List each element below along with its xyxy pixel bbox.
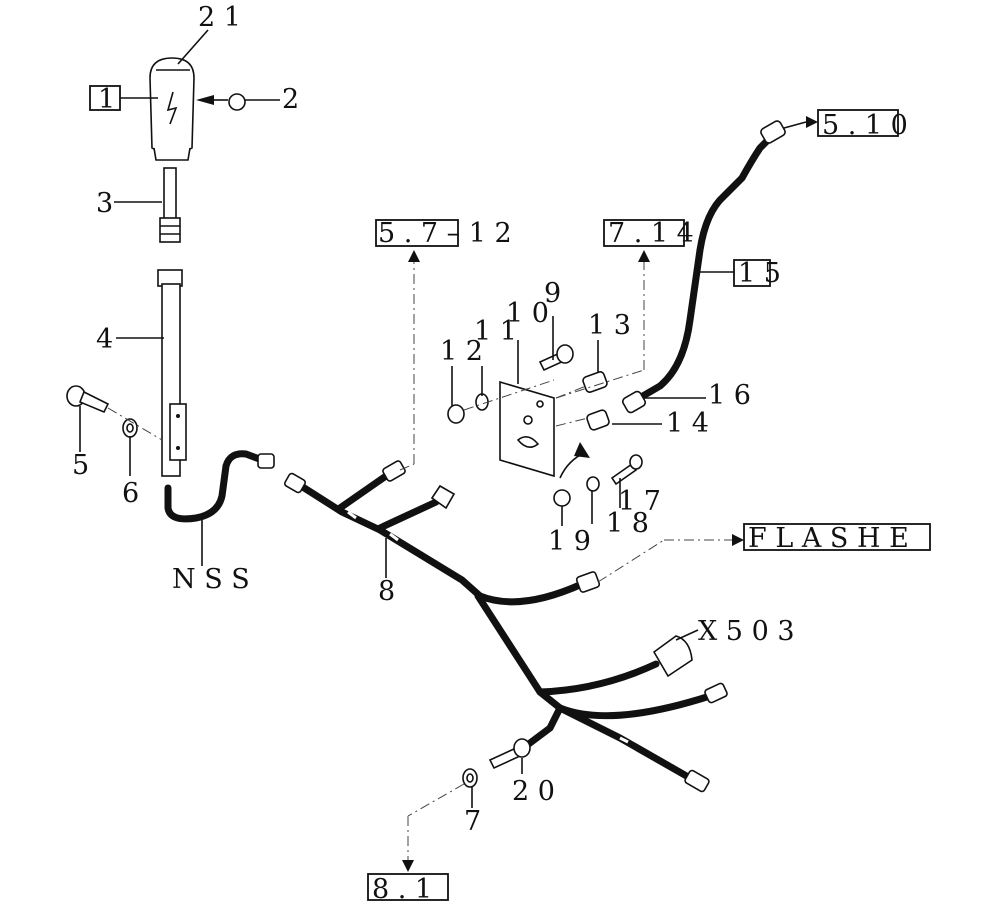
callout-12: 1 2 [440,336,483,367]
ref-box-1-label: 1 [98,84,115,115]
nut-12 [447,404,465,424]
callout-4: 4 [96,324,113,355]
bolt-20 [488,738,531,770]
callout-3: 3 [96,188,113,219]
callout-20: 2 0 [512,776,555,807]
callout-nss: N S S [172,564,250,595]
bolt-17 [610,454,643,486]
callout-7: 7 [464,806,481,837]
callout-8: 8 [378,576,395,607]
callout-13: 1 3 [588,310,631,341]
ref-box-15: 1 5 [733,258,781,289]
nut-19 [553,489,571,507]
ref-box-8-1-label: 8 . 1 [372,874,432,905]
adapter-tube [159,167,181,243]
ref-box-5-10: 5 . 1 0 [817,109,908,141]
callout-18: 1 8 [606,508,649,539]
sensor-cable [622,116,818,414]
callout-19: 1 9 [548,526,591,557]
ref-box-8-1: 8 . 1 [367,873,449,905]
beacon-lamp [149,57,195,161]
ref-box-flasher: F L A S H E [743,523,931,554]
washer-18 [586,476,600,492]
callout-9: 9 [544,278,561,309]
washer-7 [462,768,478,788]
callout-11: 1 1 [474,316,517,347]
washer-11 [475,393,489,411]
ref-box-flasher-label: F L A S H E [748,523,909,554]
bolt-10 [538,344,574,372]
bolt-5 [66,385,110,414]
callout-2: 2 [282,84,299,115]
callout-16: 1 6 [708,380,751,411]
ref-box-7-14: 7 . 1 4 [603,218,694,249]
fitting-14 [586,409,610,431]
ref-box-7-14-label: 7 . 1 4 [608,218,694,249]
mast [157,269,187,477]
bracket-plate [499,380,555,478]
callout-21: 2 1 [198,2,241,33]
ref-box-5-7-12: 5 . 7 – 1 2 [375,218,512,249]
ref-box-5-7-12-label: 5 . 7 – 1 2 [378,218,512,249]
fitting-13 [582,371,608,393]
ref-box-1: 1 [89,84,121,115]
bulb [196,93,280,111]
callout-x503: X 5 0 3 [698,616,795,647]
callout-17: 1 7 [618,486,661,517]
ref-box-15-label: 1 5 [738,258,781,289]
callout-10: 1 0 [506,298,549,329]
main-harness [164,450,728,793]
washer-6 [122,418,138,438]
ref-box-5-10-label: 5 . 1 0 [822,110,908,141]
callout-14: 1 4 [666,408,709,439]
callout-6: 6 [122,478,139,509]
callout-5: 5 [72,450,89,481]
